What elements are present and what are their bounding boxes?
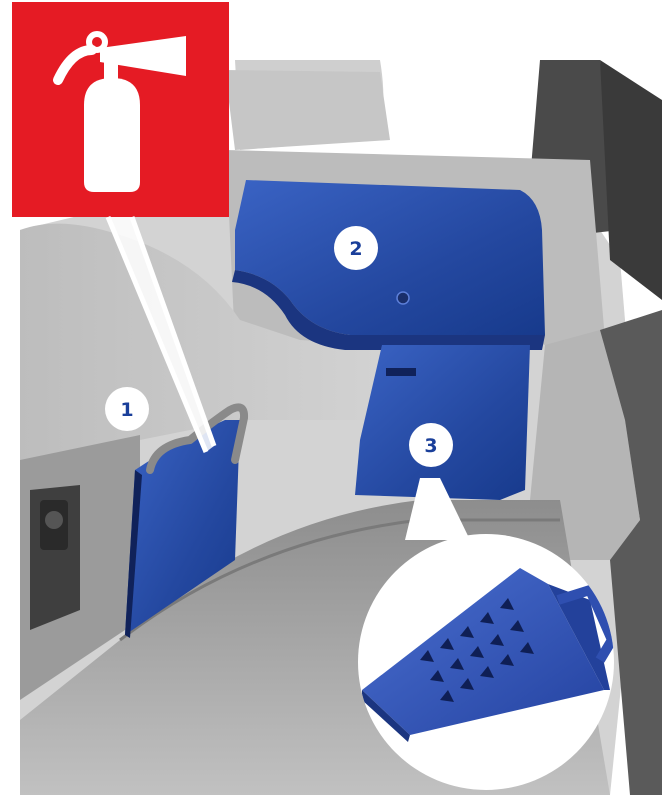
marker-2-label: 2 [349,238,362,260]
storage-compartment-lower [355,345,530,500]
fire-extinguisher-sign [12,2,229,217]
marker-3: 3 [409,423,453,467]
marker-2: 2 [334,226,378,270]
marker-1: 1 [105,387,149,431]
wheel-chock-callout [358,534,614,790]
marker-3-label: 3 [424,435,437,457]
marker-1-label: 1 [120,399,133,421]
